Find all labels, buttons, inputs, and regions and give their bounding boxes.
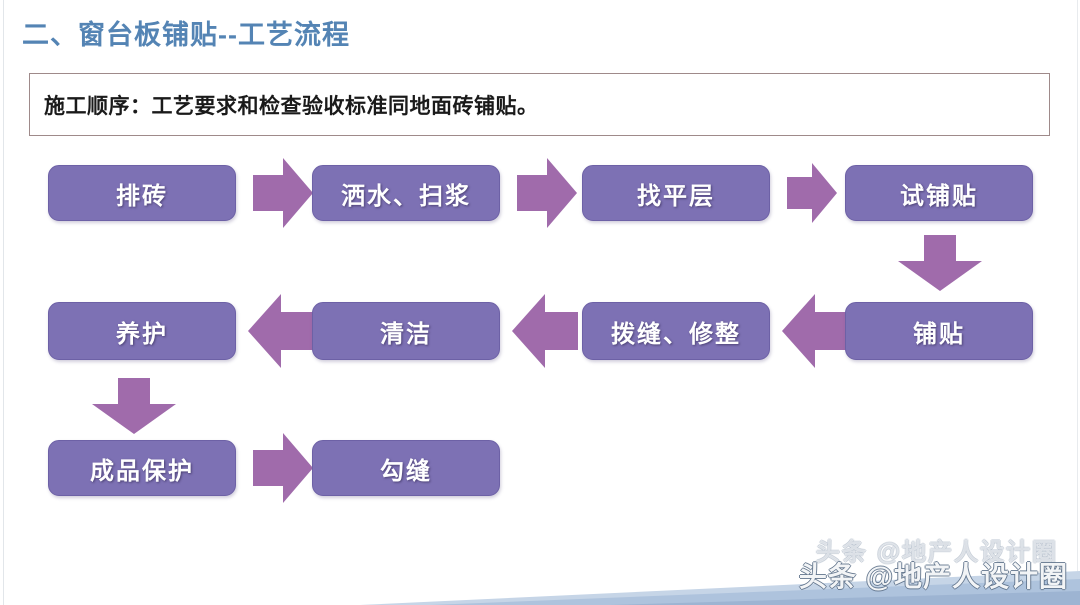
page-title: 二、窗台板铺贴--工艺流程 xyxy=(22,20,350,50)
watermark-ghost: 头条 @地产人设计圈 xyxy=(815,539,1058,566)
arrow-puite-to-bofeng xyxy=(782,294,848,368)
arrow-yanghu-to-chengpinbaohu xyxy=(92,378,176,434)
flow-box-qingjie[interactable]: 清洁 xyxy=(312,302,500,360)
arrow-chengpinbaohu-to-goufeng xyxy=(253,433,313,503)
arrow-qingjie-to-yanghu xyxy=(248,294,314,368)
flow-box-label: 铺贴 xyxy=(913,320,965,348)
flow-box-shipuite[interactable]: 试铺贴 xyxy=(845,165,1033,221)
page-edge-right xyxy=(1077,0,1078,605)
flow-box-label: 试铺贴 xyxy=(900,182,978,210)
flow-box-goufeng[interactable]: 勾缝 xyxy=(312,440,500,496)
arrow-paizhuan-to-sashui xyxy=(253,158,313,228)
page-edge-left xyxy=(3,0,4,605)
watermark: 头条 @地产人设计圈 xyxy=(798,561,1068,592)
flow-box-bofeng-xiuzheng[interactable]: 拨缝、修整 xyxy=(582,302,770,360)
flow-box-zhaopingceng[interactable]: 找平层 xyxy=(582,165,770,221)
flow-box-sashui-saojiang[interactable]: 洒水、扫浆 xyxy=(312,165,500,221)
flow-box-puite[interactable]: 铺贴 xyxy=(845,302,1033,360)
flow-box-label: 排砖 xyxy=(116,182,168,210)
arrow-sashui-to-zhaopingceng xyxy=(517,158,577,228)
flow-box-label: 勾缝 xyxy=(380,457,432,485)
flow-box-label: 养护 xyxy=(116,320,168,348)
flow-box-label: 成品保护 xyxy=(90,457,194,485)
flow-box-paizhuan[interactable]: 排砖 xyxy=(48,165,236,221)
note-text: 施工顺序：工艺要求和检查验收标准同地面砖铺贴。 xyxy=(44,94,539,118)
note-box: 施工顺序：工艺要求和检查验收标准同地面砖铺贴。 xyxy=(29,73,1050,136)
arrow-zhaopingceng-to-shipuite xyxy=(787,163,837,223)
arrow-shipuite-to-puite xyxy=(898,235,982,291)
flow-box-label: 拨缝、修整 xyxy=(611,320,741,348)
flow-box-chengpinbaohu[interactable]: 成品保护 xyxy=(48,440,236,496)
flow-box-label: 找平层 xyxy=(637,182,715,210)
arrow-bofeng-to-qingjie xyxy=(512,294,578,368)
flow-box-yanghu[interactable]: 养护 xyxy=(48,302,236,360)
flow-box-label: 洒水、扫浆 xyxy=(341,182,471,210)
flow-box-label: 清洁 xyxy=(380,320,432,348)
